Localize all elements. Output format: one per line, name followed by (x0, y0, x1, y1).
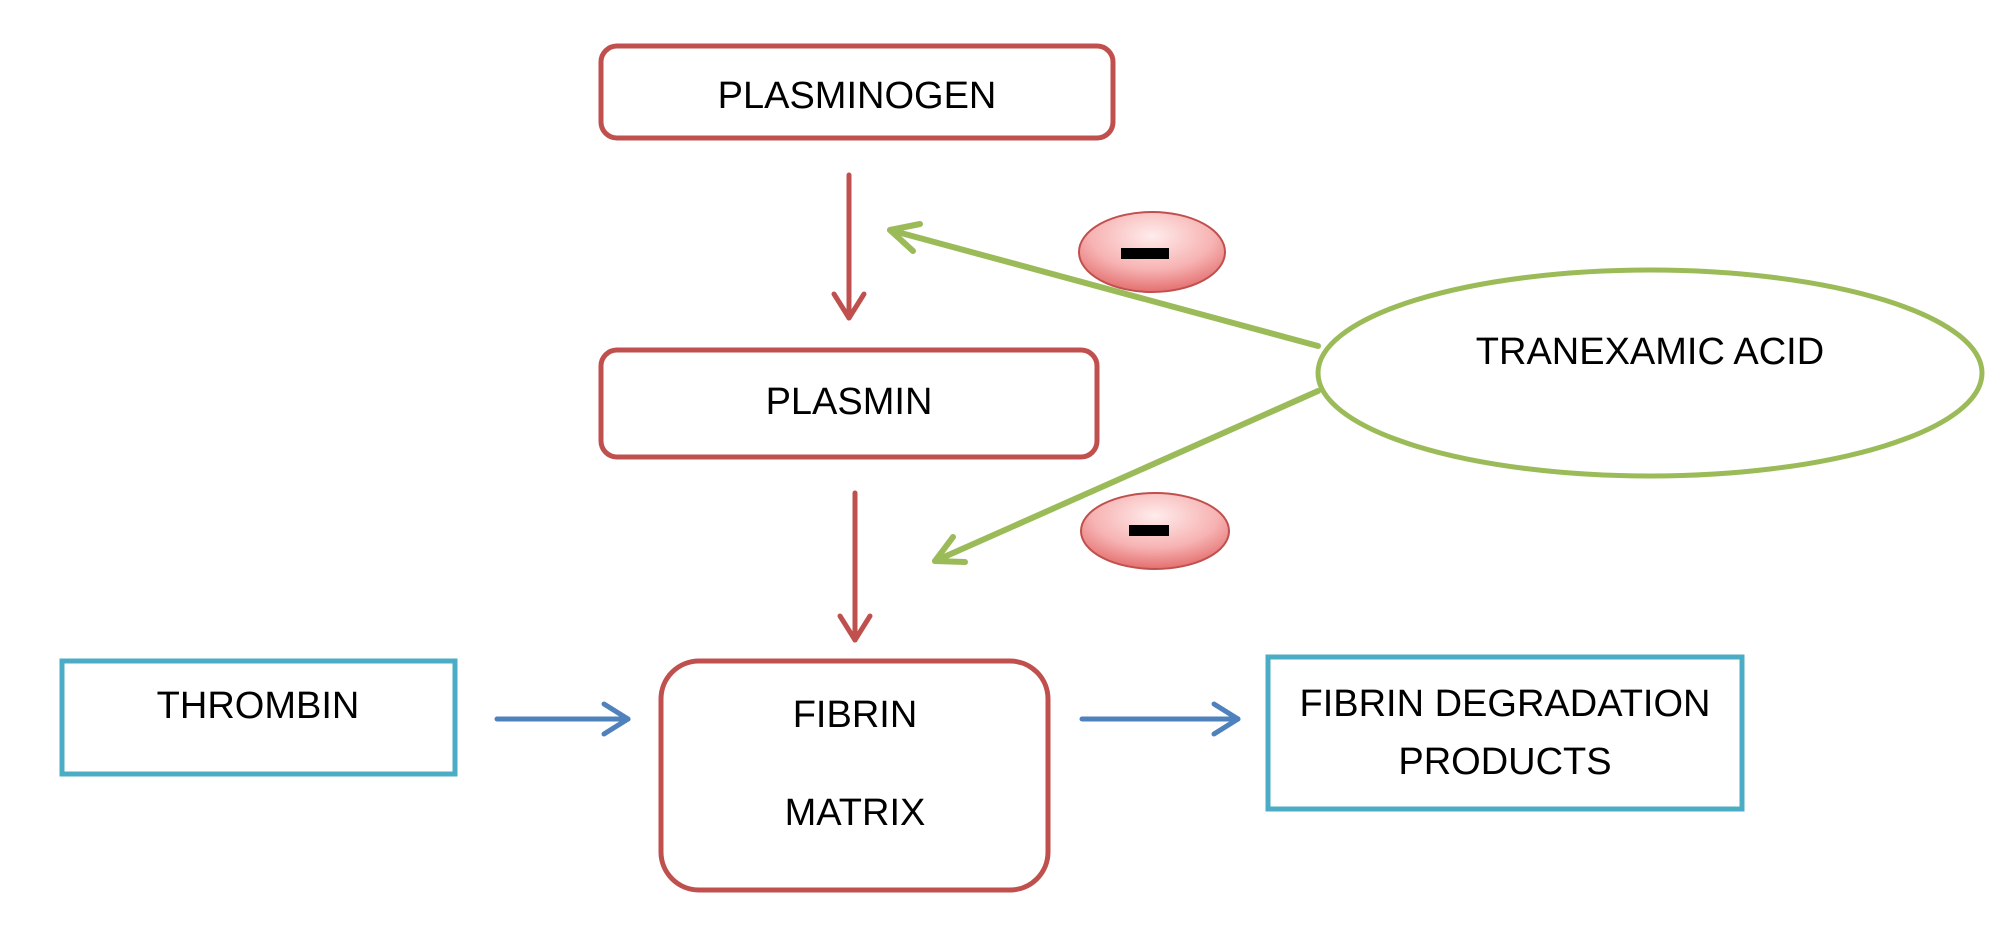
minus-icon (1121, 248, 1169, 259)
plasmin-label: PLASMIN (766, 381, 933, 423)
plasmin-node: PLASMIN (598, 347, 1100, 460)
tranexamic-acid-node: TRANEXAMIC ACID (1315, 267, 1985, 479)
thrombin-label: THROMBIN (157, 685, 360, 727)
fibrin-matrix-label-line2: MATRIX (785, 792, 926, 834)
arrow-thrombin-to-fibrin-matrix (494, 701, 631, 737)
arrow-plasmin-to-fibrin-matrix (837, 490, 873, 643)
tranexamic-acid-label: TRANEXAMIC ACID (1476, 331, 1824, 373)
fibrin-degradation-products-node: FIBRIN DEGRADATION PRODUCTS (1265, 654, 1745, 812)
fdp-label-line1: FIBRIN DEGRADATION (1300, 683, 1711, 725)
inhibition-badge-upper (1078, 211, 1226, 293)
minus-icon (1129, 525, 1169, 536)
thrombin-node: THROMBIN (59, 658, 458, 777)
fibrin-matrix-node: FIBRIN MATRIX (658, 658, 1051, 893)
arrow-txa-inhibits-fibrinolysis (932, 388, 1321, 565)
inhibition-badge-lower (1080, 492, 1230, 570)
arrow-fibrin-matrix-to-fdp (1079, 701, 1241, 737)
plasminogen-label: PLASMINOGEN (718, 75, 997, 117)
fdp-label-line2: PRODUCTS (1398, 741, 1611, 783)
arrow-plasminogen-to-plasmin (831, 172, 867, 321)
arrow-txa-inhibits-plasmin-formation (887, 221, 1321, 349)
fibrin-matrix-label-line1: FIBRIN (793, 694, 918, 736)
plasminogen-node: PLASMINOGEN (598, 43, 1116, 141)
